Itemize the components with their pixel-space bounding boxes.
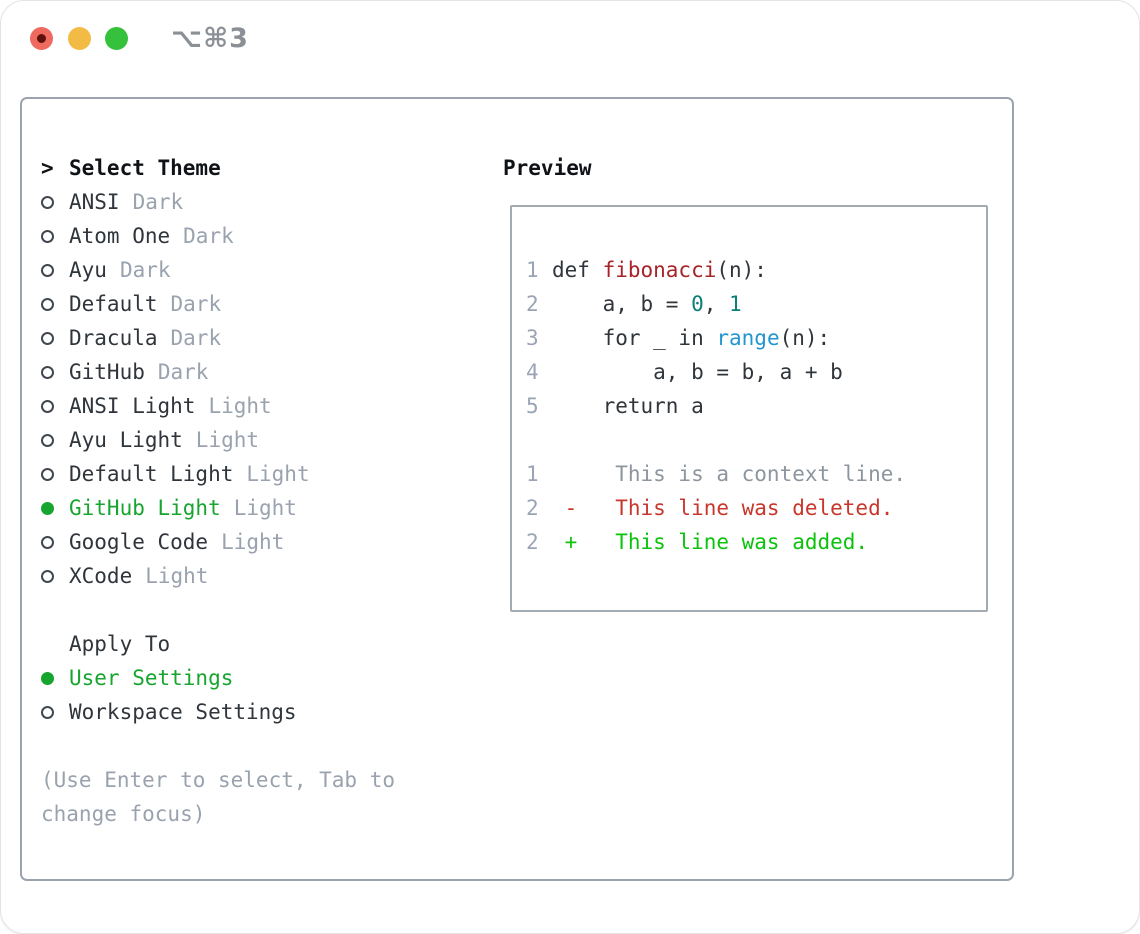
theme-option-ansi-dark[interactable]: ANSI Dark (41, 185, 310, 219)
line-number: 4 (526, 360, 539, 384)
theme-name: Default (69, 292, 158, 316)
radio-icon (41, 297, 54, 311)
theme-name: ANSI Light (69, 394, 196, 418)
code-line: 3 for _ in range(n): (526, 326, 831, 350)
theme-name: Default Light (69, 462, 234, 486)
radio-icon (41, 467, 54, 481)
radio-icon (41, 433, 54, 447)
code-line: 5 return a (526, 394, 704, 418)
theme-variant: Dark (119, 258, 171, 282)
code-line: 2 a, b = 0, 1 (526, 292, 742, 316)
theme-option-github-dark[interactable]: GitHub Dark (41, 355, 310, 389)
theme-option-default-dark[interactable]: Default Dark (41, 287, 310, 321)
radio-icon (41, 569, 54, 583)
theme-option-default-light[interactable]: Default Light Light (41, 457, 310, 491)
theme-option-google-code-light[interactable]: Google Code Light (41, 525, 310, 559)
diff-context-line: 1 This is a context line. (526, 462, 907, 486)
radio-icon (41, 399, 54, 413)
theme-name: GitHub (69, 360, 145, 384)
blank-line (526, 423, 976, 457)
radio-icon (41, 535, 54, 549)
theme-name: ANSI (69, 190, 120, 214)
minimize-button[interactable] (68, 27, 91, 50)
radio-icon (41, 195, 54, 209)
theme-name: XCode (69, 564, 133, 588)
theme-variant: Dark (183, 224, 234, 248)
apply-option-label: Workspace Settings (69, 700, 297, 724)
apply-to-section: Apply To User Settings Workspace Setting… (41, 627, 297, 729)
maximize-button[interactable] (105, 27, 128, 50)
section-title: Select Theme (69, 156, 221, 180)
preview-pane: 1 def fibonacci(n): 2 a, b = 0, 1 3 for … (510, 205, 988, 612)
theme-name: Atom One (69, 224, 171, 248)
theme-name: GitHub Light (69, 496, 221, 520)
keyboard-hint: (Use Enter to select, Tab to change focu… (41, 768, 396, 826)
radio-icon (41, 365, 54, 379)
radio-icon (41, 263, 54, 277)
theme-name: Dracula (69, 326, 158, 350)
line-number: 2 (526, 496, 539, 520)
line-number: 2 (526, 530, 539, 554)
select-theme-header: > Select Theme (41, 151, 310, 185)
apply-option-user-settings[interactable]: User Settings (41, 661, 297, 695)
theme-variant: Dark (132, 190, 184, 214)
theme-variant: Light (246, 462, 310, 486)
preview-title: Preview (503, 156, 592, 180)
diff-deleted-line: 2 - This line was deleted. (526, 496, 894, 520)
section-title: Apply To (69, 632, 171, 656)
apply-to-header: Apply To (41, 627, 297, 661)
radio-icon (41, 705, 54, 719)
code-line: 1 def fibonacci(n): (526, 258, 767, 282)
theme-option-xcode-light[interactable]: XCode Light (41, 559, 310, 593)
theme-name: Google Code (69, 530, 209, 554)
theme-variant: Light (221, 530, 285, 554)
prompt-cell: > (41, 156, 69, 180)
titlebar: ⌥⌘3 (1, 1, 1139, 76)
apply-option-label: User Settings (69, 666, 234, 690)
theme-variant: Light (195, 428, 260, 452)
diff-added-line: 2 + This line was added. (526, 530, 869, 554)
theme-variant: Light (233, 496, 297, 520)
line-number: 3 (526, 326, 539, 350)
code-line: 4 a, b = b, a + b (526, 360, 843, 384)
theme-variant: Light (208, 394, 272, 418)
close-button[interactable] (30, 27, 53, 50)
theme-option-ayu-light[interactable]: Ayu Light Light (41, 423, 310, 457)
radio-selected-icon (41, 671, 54, 685)
line-number: 1 (526, 462, 539, 486)
theme-option-dracula-dark[interactable]: Dracula Dark (41, 321, 310, 355)
line-number: 1 (526, 258, 539, 282)
line-number: 5 (526, 394, 539, 418)
theme-variant: Dark (157, 360, 209, 384)
theme-option-github-light[interactable]: GitHub Light Light (41, 491, 310, 525)
theme-option-ansi-light[interactable]: ANSI Light Light (41, 389, 310, 423)
radio-icon (41, 331, 54, 345)
line-number: 2 (526, 292, 539, 316)
theme-variant: Dark (170, 326, 222, 350)
window-title: ⌥⌘3 (171, 23, 249, 54)
theme-option-ayu-dark[interactable]: Ayu Dark (41, 253, 310, 287)
theme-name: Ayu (69, 258, 107, 282)
theme-variant: Light (145, 564, 209, 588)
radio-selected-icon (41, 501, 54, 515)
theme-variant: Dark (170, 292, 222, 316)
theme-option-atom-one-dark[interactable]: Atom One Dark (41, 219, 310, 253)
theme-picker-panel: > Select Theme ANSI Dark Atom One Dark A… (20, 97, 1014, 881)
prompt-icon: > (41, 156, 54, 180)
theme-name: Ayu Light (69, 428, 183, 452)
apply-option-workspace-settings[interactable]: Workspace Settings (41, 695, 297, 729)
radio-icon (41, 229, 54, 243)
theme-list: > Select Theme ANSI Dark Atom One Dark A… (41, 151, 310, 593)
